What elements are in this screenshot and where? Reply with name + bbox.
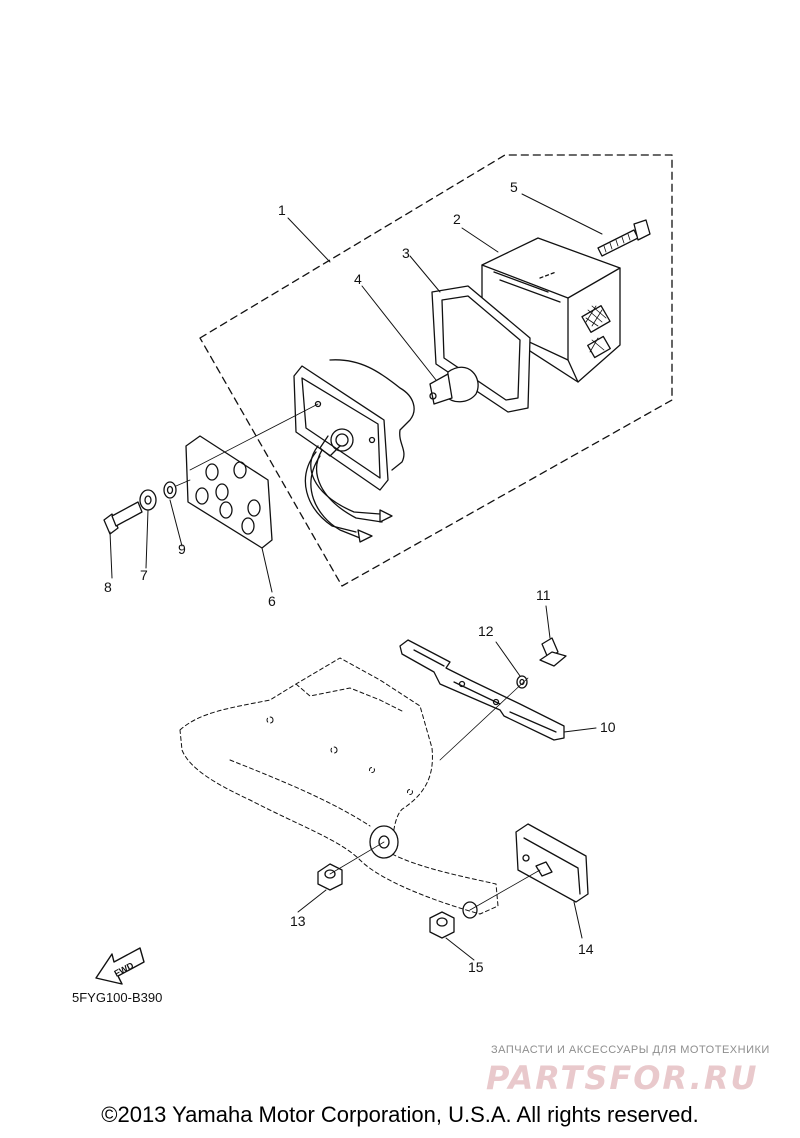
assembly-lines — [189, 403, 541, 911]
bracket — [399, 639, 565, 741]
nut-13 — [317, 863, 343, 891]
callout-13: 13 — [290, 913, 306, 929]
callout-1: 1 — [278, 202, 286, 218]
callout-7: 7 — [140, 567, 148, 583]
callout-3: 3 — [402, 245, 410, 261]
grommet-9 — [163, 479, 191, 499]
reflector — [515, 823, 589, 903]
assembly-boundary — [199, 154, 673, 587]
callout-8: 8 — [104, 579, 112, 595]
washer-12 — [516, 675, 528, 689]
diagram-code: 5FYG100-B390 — [72, 990, 163, 1005]
callout-14: 14 — [578, 941, 594, 957]
fwd-arrow-icon — [95, 947, 145, 985]
leader-lines — [109, 193, 603, 961]
nut-15 — [429, 911, 455, 939]
watermark-tagline: ЗАПЧАСТИ И АКСЕССУАРЫ ДЛЯ МОТОТЕХНИКИ — [491, 1044, 770, 1056]
callout-12: 12 — [478, 623, 494, 639]
washer-7 — [139, 489, 157, 511]
copyright-notice: ©2013 Yamaha Motor Corporation, U.S.A. A… — [101, 1102, 699, 1127]
taillight-base — [293, 359, 415, 543]
callout-10: 10 — [600, 719, 616, 735]
callout-5: 5 — [510, 179, 518, 195]
gasket — [431, 285, 531, 413]
callout-4: 4 — [354, 271, 362, 287]
callout-11: 11 — [536, 587, 551, 603]
screw-long — [597, 219, 651, 257]
bulb — [429, 366, 479, 405]
watermark-logo: PARTSFOR.RU — [486, 1059, 759, 1097]
callout-15: 15 — [468, 959, 484, 975]
callout-9: 9 — [178, 541, 186, 557]
rear-fender — [179, 657, 499, 915]
callout-2: 2 — [453, 211, 461, 227]
fender-mount-boss — [369, 825, 478, 919]
bolt-11 — [539, 637, 567, 667]
bolt-8 — [103, 501, 143, 535]
cushion — [185, 435, 273, 549]
callout-6: 6 — [268, 593, 276, 609]
